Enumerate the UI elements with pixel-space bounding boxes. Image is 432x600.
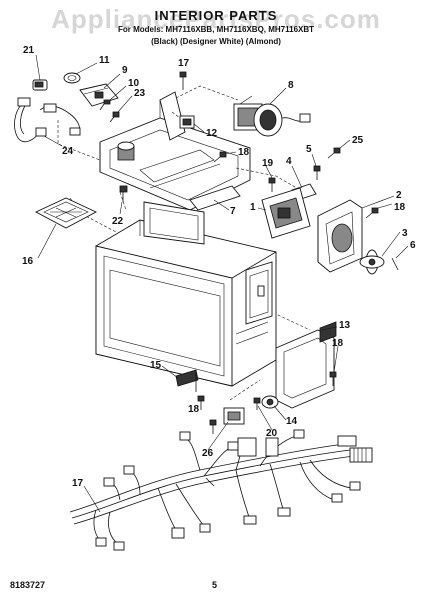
part-8-motor [233,95,311,137]
part-12-block [179,115,195,129]
callout-21: 23 [134,88,146,99]
screw-18-e [197,395,205,410]
part-3-fan-blade [359,249,385,275]
callout-7: 7 [230,206,236,217]
callout-19: 19 [262,158,274,169]
part-14-thermostat [261,395,279,409]
callout-24: 24 [62,146,74,157]
screw-22 [119,185,128,202]
screw-18-c [365,207,379,219]
part-25-cap [32,79,48,91]
screw-23 [327,147,341,159]
document-number: 8183727 [10,580,46,590]
part-11-clip [63,72,81,84]
page-number: 5 [212,580,218,590]
callout-2: 2 [396,190,402,201]
watermark: AppliancePartsPros.com [51,4,381,34]
part-7-bracket-assembly [99,91,251,211]
part-6-screw [391,257,399,271]
part-2-fan-housing [317,199,363,273]
page-title: INTERIOR PARTS [154,8,278,23]
screw-18-b [213,151,227,163]
callout-8: 8 [288,80,294,91]
cavity-main [95,201,277,387]
callout-9: 9 [122,65,128,76]
part-21-screw [109,111,120,123]
callout-10: 10 [128,78,140,89]
part-16-filter [34,197,98,229]
callout-18-c: 18 [394,202,406,213]
part-15-bracket [175,369,199,392]
screw-18-f [209,419,217,434]
callout-16: 16 [22,256,34,267]
part-17-main-harness [69,429,373,551]
leader-lines [35,54,409,513]
part-24-wire-harness [14,97,81,143]
callout-18-e: 18 [188,404,200,415]
part-26-relay [223,407,245,425]
callout-1: 1 [250,202,256,213]
callout-4: 4 [286,156,292,167]
callout-12: 12 [206,128,218,139]
callout-23: 25 [352,135,364,146]
callout-25: 21 [23,45,35,56]
callout-13: 13 [339,320,351,331]
callout-20: 20 [266,428,278,439]
callout-5: 5 [306,144,312,155]
screw-18-a [179,71,187,90]
callout-26: 26 [202,448,214,459]
callout-22: 22 [112,216,124,227]
screw-18-d [329,371,337,386]
callout-11: 11 [99,55,110,66]
finish-list: (Black) (Designer White) (Almond) [151,37,281,46]
part-19-screw [268,177,276,192]
part-5-screw [313,165,321,180]
part-20-screw [253,397,261,410]
callout-3: 3 [402,228,408,239]
callout-18-a: 17 [178,58,190,69]
model-list: For Models: MH7116XBB, MH7116XBQ, MH7116… [117,25,315,34]
callout-14: 14 [286,416,298,427]
callout-numbers: 21 11 9 10 23 17 8 12 18 25 24 4 19 5 2 … [22,45,416,489]
part-10-screw [99,99,111,111]
callout-15: 15 [150,360,162,371]
callout-17: 17 [72,478,84,489]
callout-6: 6 [410,240,416,251]
callout-18-d: 18 [332,338,344,349]
callout-18-b: 18 [238,147,250,158]
part-9-plate [79,83,119,107]
part-13-door-frame [275,321,337,409]
part-1-control-board [261,187,311,239]
